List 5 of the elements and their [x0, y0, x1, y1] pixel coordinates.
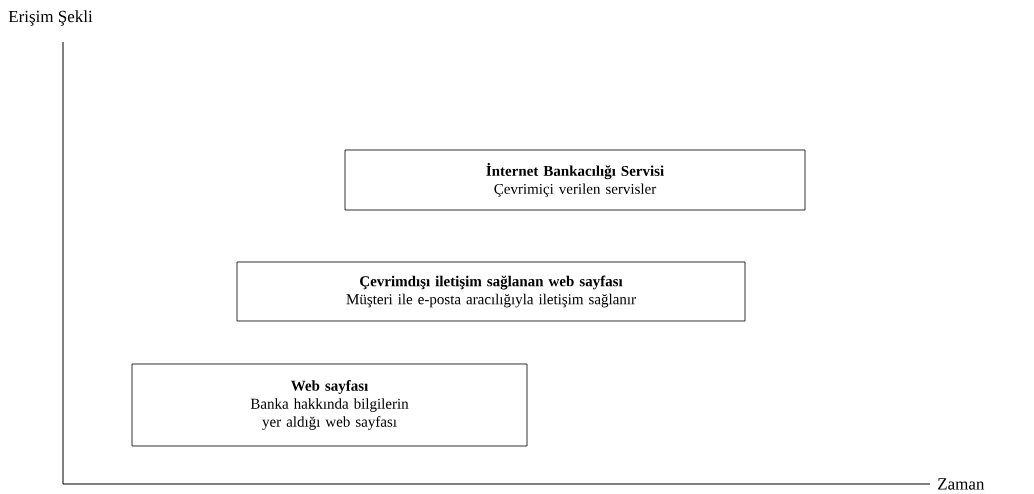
axis-label: Zaman	[938, 478, 985, 490]
text-box: İnternet Bankacılığı Servisi Çevrimiçi verilen servisler	[344, 149, 806, 211]
axis-label: Erişim Şekli	[8, 10, 93, 26]
text-box: Çevrimdışı iletişim sağlanan web sayfası Müşteri ile e-posta aracılığıyla iletişim sağlanır	[236, 261, 746, 322]
text-box: Web sayfası Banka hakkında bilgilerin yer aldığı web sayfası	[131, 363, 528, 447]
